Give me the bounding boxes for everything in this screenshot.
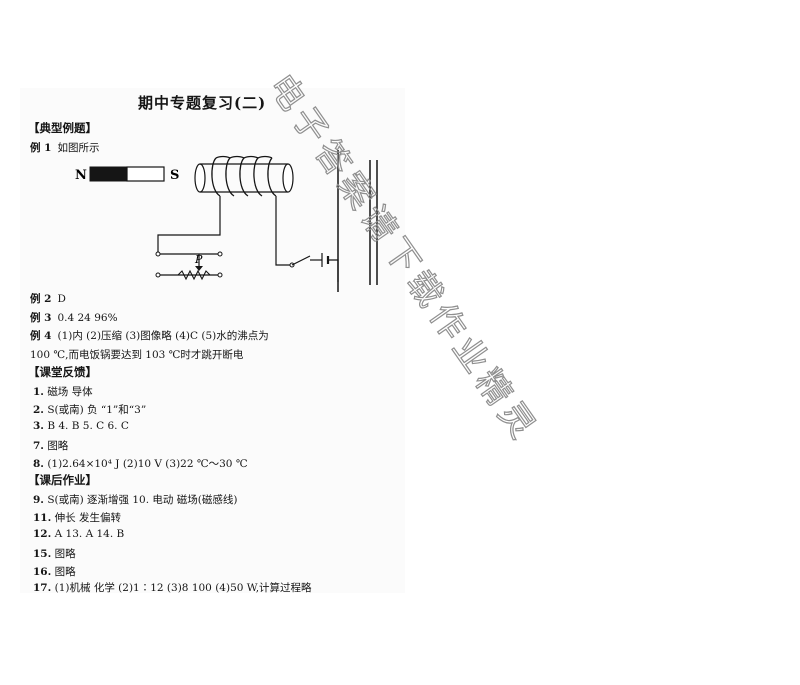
feedback-num: 8. [33,458,44,470]
example-3-label: 例 3 [30,312,52,324]
example-1-text: 如图所示 [57,142,100,154]
switch-blade [291,255,311,266]
page-title: 期中专题复习(二) [138,94,267,112]
feedback-text: 磁场 导体 [47,386,93,398]
homework-item-12: 12. A 13. A 14. B [33,528,124,540]
example-4: 例 4 (1)内 (2)压缩 (3)图像略 (4)C (5)水的沸点为 [30,328,269,343]
feedback-item-3: 3. B 4. B 5. C 6. C [33,420,129,432]
homework-item-16: 16. 图略 [33,564,76,579]
feedback-num: 1. [33,386,44,398]
feedback-item-7: 7. 图略 [33,438,68,453]
example-1: 例 1 如图所示 [30,140,99,155]
homework-text: 图略 [54,566,76,578]
feedback-num: 7. [33,440,44,452]
homework-item-17: 17. (1)机械 化学 (2)1∶12 (3)8 100 (4)50 W,计算… [33,580,312,595]
homework-text: A 13. A 14. B [54,528,125,540]
example-2-label: 例 2 [30,293,52,305]
homework-num: 15. [33,548,52,560]
circuit-diagram: N S P [75,150,378,292]
example-1-label: 例 1 [30,142,52,154]
homework-item-15: 15. 图略 [33,546,76,561]
section-homework: 【课后作业】 [28,473,97,487]
bar-magnet-north [89,166,128,182]
feedback-text: B 4. B 5. C 6. C [47,420,129,432]
example-4-continued: 100 ℃,而电饭锅要达到 103 ℃时才跳开断电 [30,349,244,361]
homework-num: 12. [33,528,52,540]
feedback-text: (1)2.64×10⁴ J (2)10 V (3)22 ℃～30 ℃ [47,458,248,470]
magnet-n-label: N [75,168,87,183]
feedback-item-8: 8. (1)2.64×10⁴ J (2)10 V (3)22 ℃～30 ℃ [33,456,248,471]
example-4-label: 例 4 [30,330,52,342]
example-2: 例 2 D [30,291,66,306]
bar-magnet-south [126,166,165,182]
slider-arrow [195,266,203,271]
homework-text: (1)机械 化学 (2)1∶12 (3)8 100 (4)50 W,计算过程略 [54,582,312,594]
magnet-s-label: S [170,168,179,183]
example-3-text: 0.4 24 96% [57,312,118,324]
example-2-text: D [57,293,66,305]
homework-text: S(或南) 逐渐增强 10. 电动 磁场(磁感线) [47,494,238,506]
feedback-item-1: 1. 磁场 导体 [33,384,93,399]
example-3: 例 3 0.4 24 96% [30,310,118,325]
homework-num: 9. [33,494,44,506]
feedback-num: 3. [33,420,44,432]
example-4-text: (1)内 (2)压缩 (3)图像略 (4)C (5)水的沸点为 [57,330,269,342]
homework-item-9: 9. S(或南) 逐渐增强 10. 电动 磁场(磁感线) [33,492,237,507]
feedback-text: 图略 [47,440,69,452]
homework-num: 11. [33,512,52,524]
solenoid-coil [211,155,277,197]
section-classroom-feedback: 【课堂反馈】 [28,365,97,379]
rheostat [177,269,211,281]
homework-item-11: 11. 伸长 发生偏转 [33,510,121,525]
slider-p-label: P [194,253,203,266]
homework-text: 伸长 发生偏转 [54,512,121,524]
section-typical-examples: 【典型例题】 [28,121,97,135]
homework-num: 16. [33,566,52,578]
feedback-num: 2. [33,404,44,416]
circuit-wires [157,196,339,282]
feedback-item-2: 2. S(或南) 负 “1”和“3” [33,402,146,417]
feedback-text: S(或南) 负 “1”和“3” [47,404,147,416]
homework-num: 17. [33,582,52,594]
solenoid-right-end [282,163,294,193]
solenoid-left-end [194,163,206,193]
homework-text: 图略 [54,548,76,560]
